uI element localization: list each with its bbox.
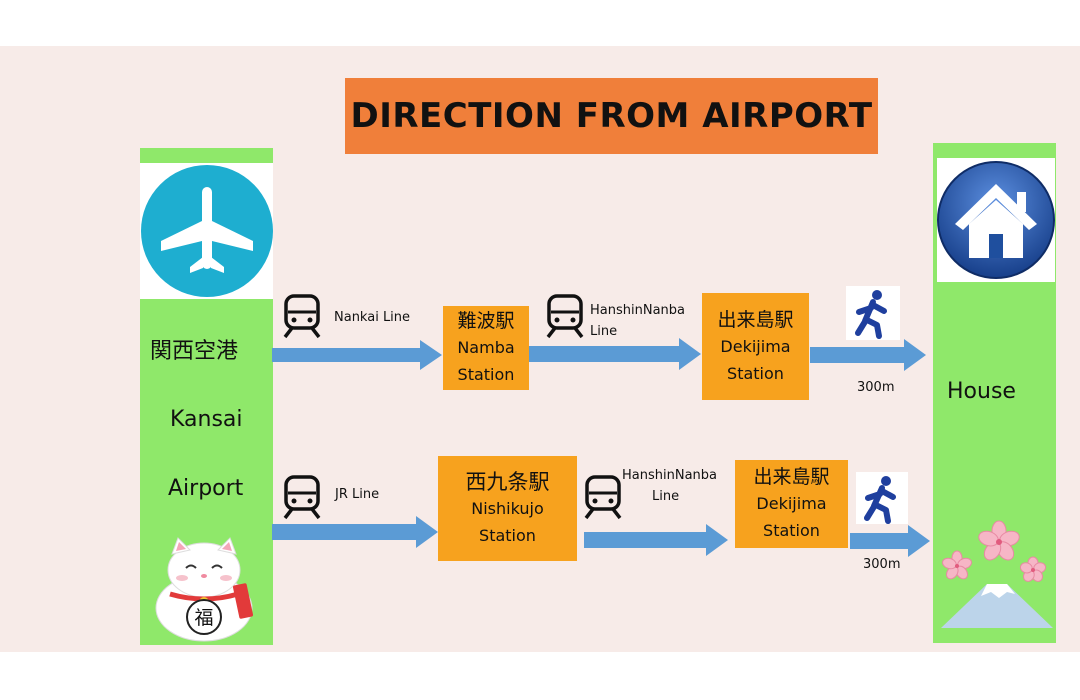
route2-station2-box: 出来島駅 Dekijima Station — [735, 460, 848, 548]
origin-name-line1: Kansai — [170, 407, 243, 432]
title-banner: DIRECTION FROM AIRPORT — [345, 78, 878, 154]
route1-leg1-line-label: Nankai Line — [334, 310, 411, 325]
cherry-blossom-mount-fuji-icon — [941, 520, 1053, 628]
route1-walk-arrow — [810, 339, 926, 371]
origin-name-japanese: 関西空港 — [150, 339, 239, 364]
route1-leg2-line-label-line2: Line — [590, 324, 618, 339]
route2-leg1-arrow — [272, 516, 438, 548]
route1-leg2-line-label-line1: HanshinNanba — [590, 303, 685, 318]
route2-station1-name-line2: Station — [479, 525, 536, 545]
route1-leg1-arrow — [272, 340, 442, 370]
destination-name: House — [947, 379, 1016, 404]
house-icon — [937, 158, 1055, 282]
route2-station2-name-line1: Dekijima — [756, 494, 827, 513]
train-icon — [546, 294, 584, 339]
route1-station1-name-line2: Station — [457, 365, 515, 384]
route2-station1-name-japanese: 西九条駅 — [465, 469, 550, 494]
route2-leg2-line-label-line2: Line — [652, 489, 680, 504]
route1-station2-name-line1: Dekijima — [720, 336, 791, 356]
route1-station2-name-japanese: 出来島駅 — [717, 308, 794, 331]
route2-walk-distance: 300m — [863, 557, 901, 572]
route2-station2-name-japanese: 出来島駅 — [753, 466, 830, 488]
route2-leg2-line-label-line1: HanshinNanba — [622, 468, 717, 483]
route1-station2-box: 出来島駅 Dekijima Station — [702, 293, 809, 400]
route1-station1-name-line1: Namba — [457, 338, 515, 357]
airplane-icon — [141, 165, 273, 297]
walking-person-icon — [856, 472, 908, 524]
walking-person-icon — [846, 286, 900, 340]
origin-name-line2: Airport — [168, 476, 244, 501]
route2-station1-name-line1: Nishikujo — [471, 498, 544, 518]
route2-walk-arrow — [850, 525, 930, 557]
route2-station2-name-line2: Station — [763, 521, 820, 540]
train-icon — [584, 475, 622, 520]
maneki-neko-icon: 福 — [155, 537, 254, 642]
train-icon — [283, 475, 321, 520]
svg-text:福: 福 — [194, 607, 213, 629]
route1-station1-name-japanese: 難波駅 — [457, 310, 515, 332]
page-title: DIRECTION FROM AIRPORT — [350, 96, 873, 136]
route2-station1-box: 西九条駅 Nishikujo Station — [438, 456, 577, 561]
route1-walk-distance: 300m — [857, 380, 895, 395]
route2-leg2-arrow — [584, 524, 728, 556]
route1-leg2-arrow — [529, 338, 701, 370]
route1-station1-box: 難波駅 Namba Station — [443, 306, 529, 390]
route1-station2-name-line2: Station — [727, 363, 784, 383]
route2-leg1-line-label: JR Line — [335, 487, 380, 502]
train-icon — [283, 294, 321, 339]
